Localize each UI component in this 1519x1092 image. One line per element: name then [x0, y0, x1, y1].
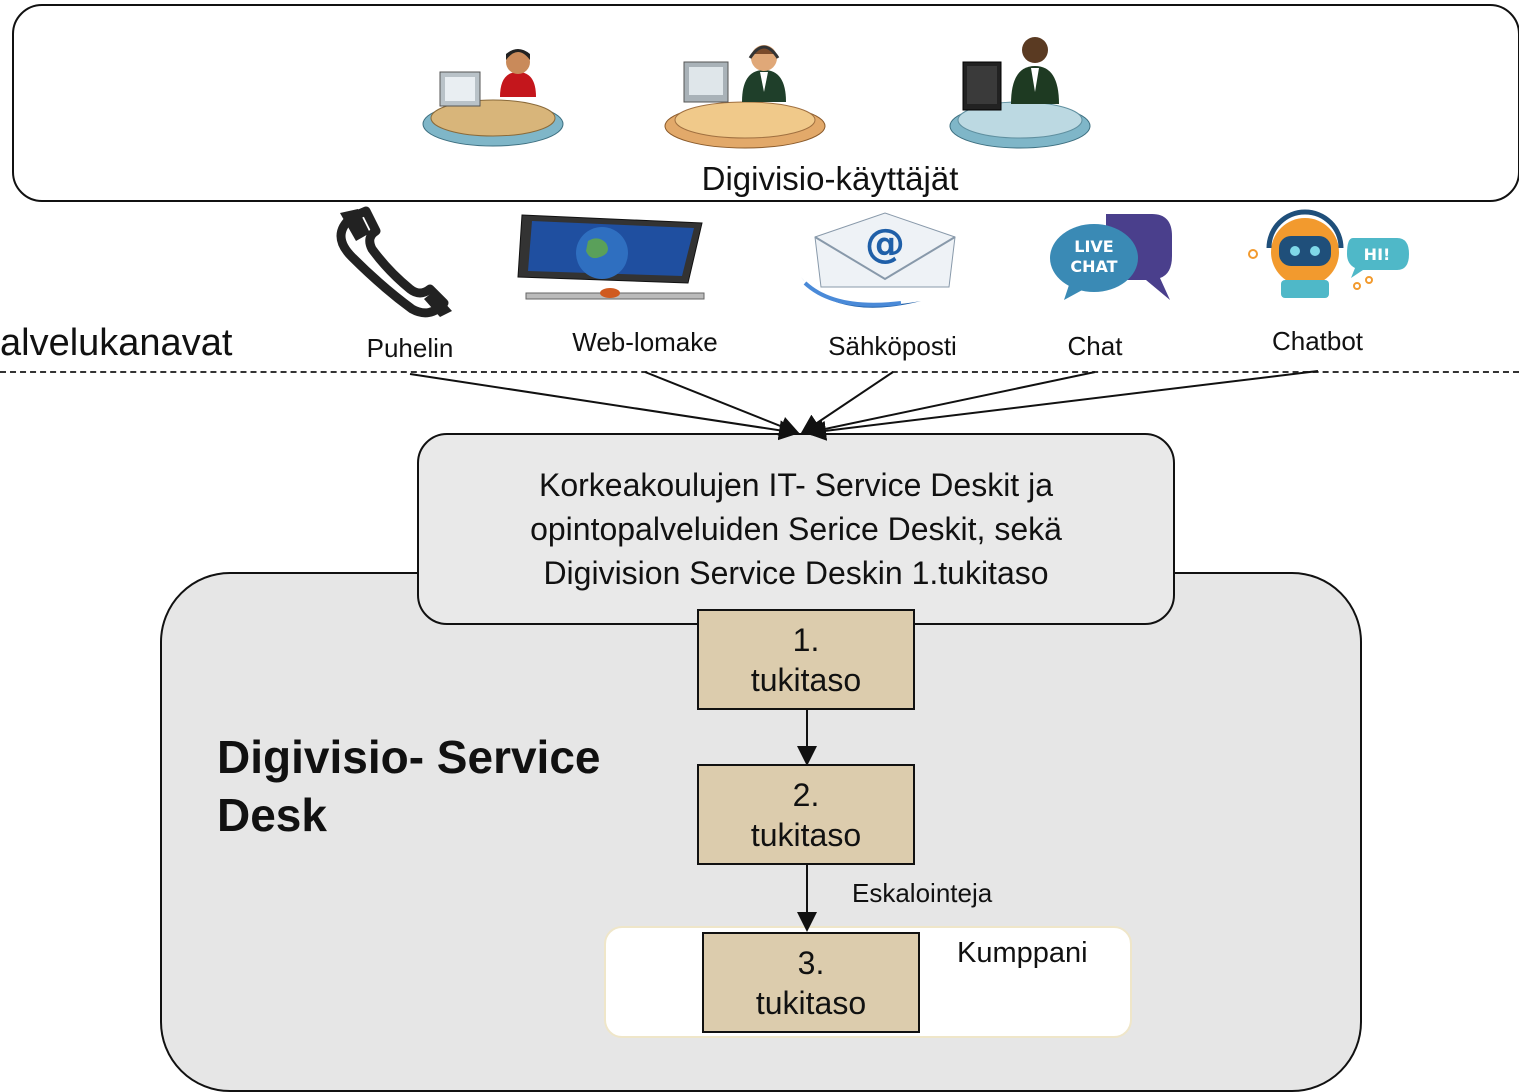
chatbot-hi-text: HI! [1364, 245, 1391, 264]
support-level-2-number: 2. [792, 776, 820, 813]
service-desk-title: Digivisio- Service Desk [217, 728, 601, 844]
front-desk-box: Korkeakoulujen IT- Service Deskit ja opi… [417, 433, 1175, 625]
front-desk-line-3: Digivision Service Deskin 1.tukitaso [543, 555, 1049, 591]
phone-handset-icon [336, 206, 452, 318]
arrow-web-lomake [644, 371, 800, 436]
user-woman-at-computer-icon [422, 49, 564, 147]
users-caption: Digivisio-käyttäjät [701, 160, 959, 197]
partner-label: Kumppani [957, 937, 1088, 969]
service-desk-title-line-1: Digivisio- Service [217, 731, 601, 783]
channel-divider [0, 371, 1519, 373]
channel-label-chat: Chat [1067, 331, 1123, 361]
support-level-1-label: tukitaso [750, 661, 862, 698]
support-level-2-label: tukitaso [750, 816, 862, 853]
front-desk-line-2: opintopalveluiden Serice Deskit, sekä [530, 511, 1062, 547]
support-level-1: 1. tukitaso [697, 609, 915, 710]
arrow-chat [804, 371, 1096, 440]
service-channels-label: alvelukanavat [0, 322, 233, 364]
chatbot-robot-icon: HI! [1248, 209, 1409, 298]
channel-label-sahkoposti: Sähköposti [828, 331, 957, 361]
live-chat-bubble-icon: LIVE CHAT [1050, 214, 1172, 300]
front-desk-line-1: Korkeakoulujen IT- Service Deskit ja [538, 467, 1053, 503]
user-man-headset-at-computer-icon [664, 45, 826, 149]
arrow-puhelin [409, 373, 799, 441]
channel-label-web-lomake: Web-lomake [572, 327, 718, 357]
live-chat-text-2: CHAT [1070, 257, 1117, 276]
user-man-at-computer-icon [949, 37, 1091, 149]
support-level-3: 3. tukitaso [702, 932, 920, 1033]
monitor-globe-icon [517, 214, 705, 300]
support-level-1-number: 1. [792, 621, 820, 658]
channel-label-chatbot: Chatbot [1271, 326, 1364, 356]
svg-text:@: @ [865, 221, 905, 267]
support-level-2: 2. tukitaso [697, 764, 915, 865]
email-envelope-icon: @ [801, 212, 956, 308]
arrow-chatbot [806, 370, 1319, 441]
service-desk-title-line-2: Desk [217, 789, 327, 841]
support-level-3-label: tukitaso [755, 984, 867, 1021]
escalation-label: Eskalointeja [852, 878, 993, 908]
channel-label-puhelin: Puhelin [366, 333, 454, 363]
live-chat-text-1: LIVE [1074, 237, 1113, 256]
support-level-3-number: 3. [797, 944, 825, 981]
